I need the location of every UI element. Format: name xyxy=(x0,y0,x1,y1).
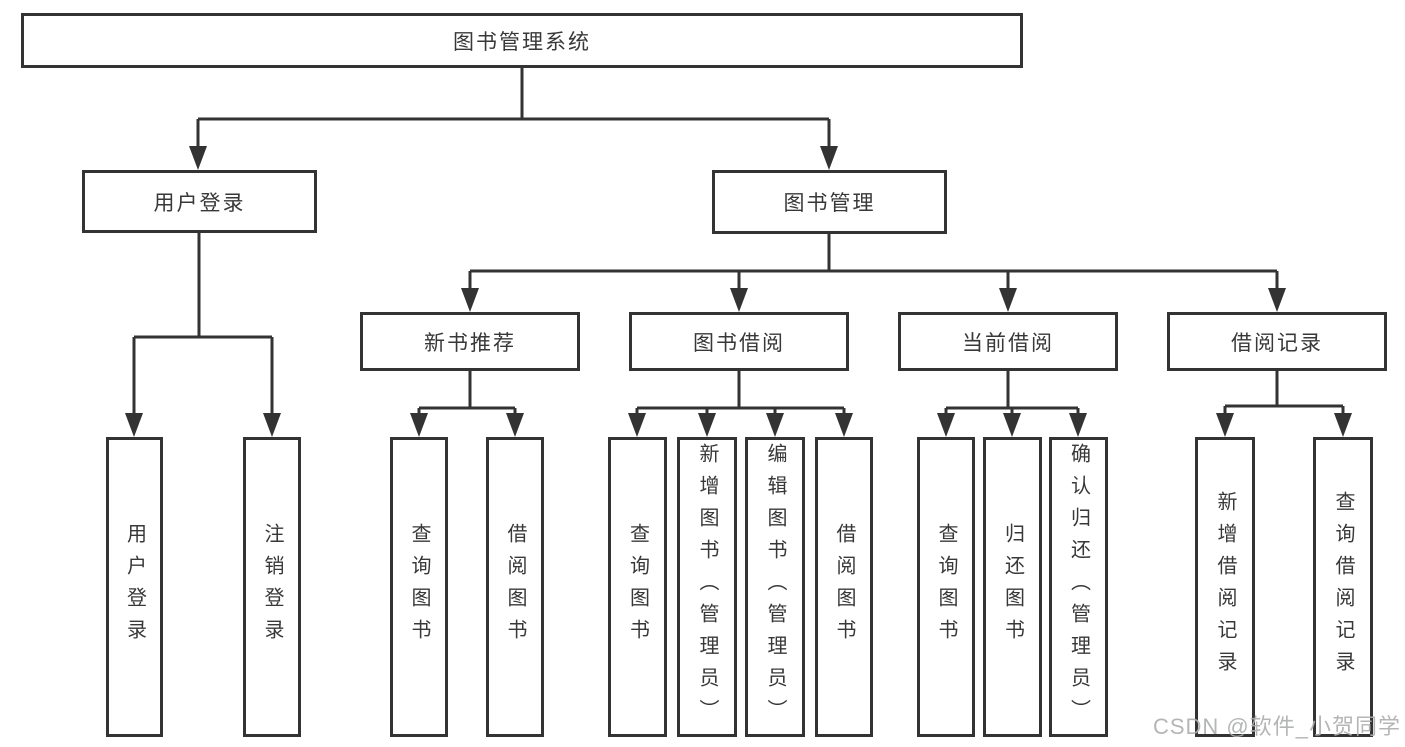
leaf-query-books-borrowing-label: 查询图书 xyxy=(626,523,649,651)
leaf-add-borrow-record-label: 新增借阅记录 xyxy=(1214,491,1236,683)
leaf-query-books-recommend: 查询图书 xyxy=(390,437,448,737)
node-borrowing-records-label: 借阅记录 xyxy=(1231,331,1323,355)
node-current-borrowing: 当前借阅 xyxy=(898,312,1118,371)
node-user-login: 用户登录 xyxy=(82,170,317,233)
node-book-management: 图书管理 xyxy=(712,170,947,234)
leaf-borrow-books-recommend: 借阅图书 xyxy=(486,437,544,737)
leaf-edit-book-admin-label: 编辑图书（管理员） xyxy=(764,443,786,731)
leaf-borrow-books-recommend-label: 借阅图书 xyxy=(504,523,526,651)
leaf-logout-label: 注销登录 xyxy=(261,523,283,651)
leaf-add-book-admin: 新增图书（管理员） xyxy=(677,437,737,737)
leaf-borrow-books-borrowing-label: 借阅图书 xyxy=(833,523,855,651)
arrowheads xyxy=(125,146,1352,437)
leaf-add-borrow-record: 新增借阅记录 xyxy=(1195,437,1255,737)
leaf-return-books-label: 归还图书 xyxy=(1001,523,1024,651)
leaf-edit-book-admin: 编辑图书（管理员） xyxy=(745,437,805,737)
leaf-user-login: 用户登录 xyxy=(106,437,163,737)
leaf-confirm-return-admin: 确认归还（管理员） xyxy=(1049,437,1108,737)
leaf-confirm-return-admin-label: 确认归还（管理员） xyxy=(1067,443,1090,731)
leaf-return-books: 归还图书 xyxy=(983,437,1042,737)
leaf-query-books-recommend-label: 查询图书 xyxy=(408,523,430,651)
node-borrowing-records: 借阅记录 xyxy=(1167,312,1387,371)
node-current-borrowing-label: 当前借阅 xyxy=(962,331,1054,355)
leaf-query-borrow-record-label: 查询借阅记录 xyxy=(1332,491,1354,683)
leaf-query-books-current: 查询图书 xyxy=(917,437,975,737)
node-library-system: 图书管理系统 xyxy=(21,13,1023,68)
node-book-borrowing: 图书借阅 xyxy=(629,312,849,371)
leaf-logout: 注销登录 xyxy=(243,437,301,737)
csdn-watermark: CSDN @软件_小贺同学 xyxy=(1152,714,1401,739)
node-user-login-label: 用户登录 xyxy=(153,191,246,215)
leaf-query-books-borrowing: 查询图书 xyxy=(608,437,667,737)
node-new-book-recommendation-label: 新书推荐 xyxy=(424,331,516,355)
leaf-query-books-current-label: 查询图书 xyxy=(935,523,957,651)
leaf-query-borrow-record: 查询借阅记录 xyxy=(1313,437,1373,737)
leaf-user-login-label: 用户登录 xyxy=(123,523,146,651)
node-library-system-label: 图书管理系统 xyxy=(453,30,591,54)
leaf-add-book-admin-label: 新增图书（管理员） xyxy=(696,443,718,731)
node-new-book-recommendation: 新书推荐 xyxy=(360,312,580,371)
node-book-borrowing-label: 图书借阅 xyxy=(693,331,785,355)
node-book-management-label: 图书管理 xyxy=(783,192,876,215)
leaf-borrow-books-borrowing: 借阅图书 xyxy=(815,437,873,737)
